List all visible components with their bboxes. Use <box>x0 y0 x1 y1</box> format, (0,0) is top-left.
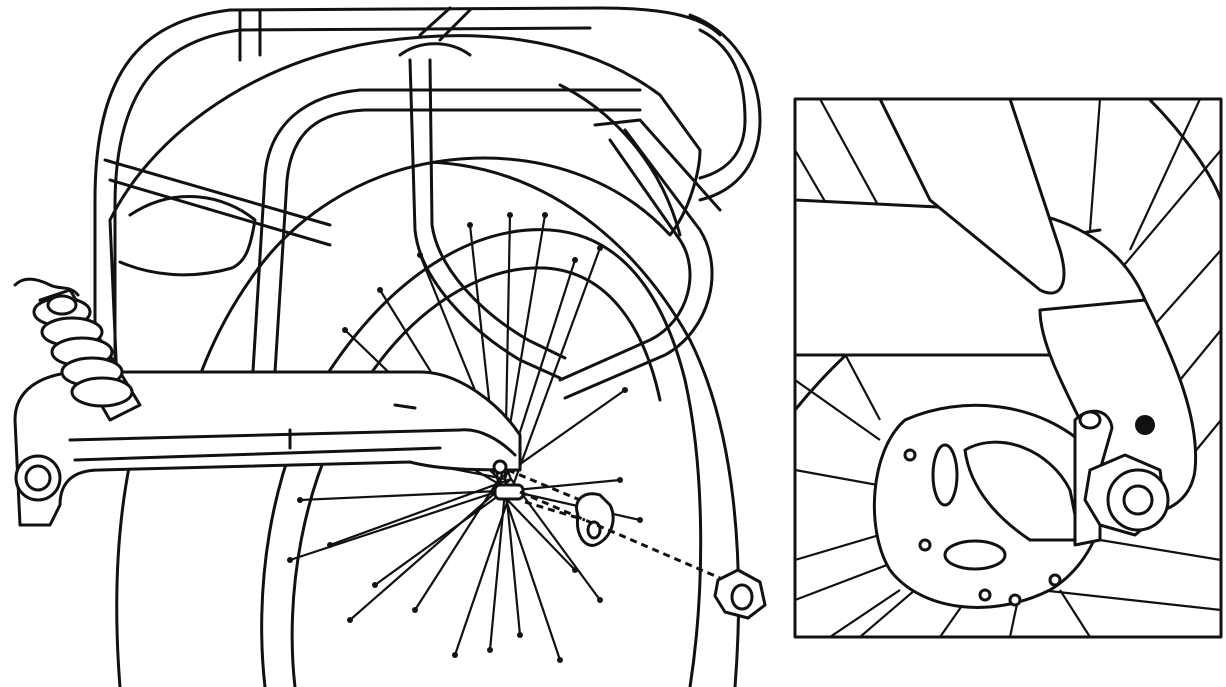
detail-spoke <box>795 379 881 441</box>
spoke-nipple <box>452 652 458 658</box>
spoke <box>349 478 512 621</box>
spoke <box>374 490 506 586</box>
spoke-nipple <box>622 387 628 393</box>
detail-spoke <box>1149 249 1221 331</box>
detail-view <box>793 97 1223 639</box>
detail-spoke <box>1179 329 1221 381</box>
luggage-rack <box>93 6 762 422</box>
detail-spoke <box>1099 538 1221 562</box>
spoke-nipple <box>287 557 293 563</box>
detail-spoke <box>1119 149 1221 271</box>
detail-spoke <box>1088 99 1102 231</box>
bolt-hole-icon <box>1135 415 1155 435</box>
spoke-nipple <box>597 597 603 603</box>
spoke <box>488 490 507 651</box>
spoke-nipple <box>572 257 578 263</box>
axle-hardware <box>492 459 767 620</box>
detail-frame <box>793 97 1223 639</box>
spoke <box>510 478 601 601</box>
spoke-nipple <box>617 477 623 483</box>
shock-absorber <box>13 277 142 422</box>
spoke <box>497 478 562 661</box>
detail-spoke <box>1129 99 1201 251</box>
detail-spoke <box>1039 588 1221 612</box>
spoke-nipple <box>637 517 643 523</box>
spoke-nipple <box>347 617 353 623</box>
spoke <box>289 489 500 562</box>
detail-spokes <box>795 99 1221 637</box>
spoke-nipple <box>597 245 603 251</box>
spoke-nipple <box>372 582 378 588</box>
spoke-nipple <box>572 567 578 573</box>
spoke-nipple <box>557 657 563 663</box>
main-view <box>13 6 767 687</box>
spoke-nipple <box>487 647 493 653</box>
spoke <box>509 247 602 492</box>
spoke <box>329 477 512 547</box>
detail-spoke <box>829 589 901 637</box>
spoke-nipple <box>542 212 548 218</box>
detail-spoke <box>1059 589 1091 637</box>
detail-spoke <box>795 558 901 602</box>
spoke <box>498 490 576 571</box>
spoke-nipple <box>517 632 523 638</box>
spoke-nipple <box>297 497 303 503</box>
spoke-nipple <box>342 327 348 333</box>
spoke-nipple <box>377 287 383 293</box>
spoke <box>299 489 500 502</box>
fender <box>108 34 702 452</box>
swing-arm <box>13 370 522 527</box>
spoke-nipple <box>467 222 473 228</box>
spoke-nipple <box>507 212 513 218</box>
spoke-nipple <box>412 607 418 613</box>
